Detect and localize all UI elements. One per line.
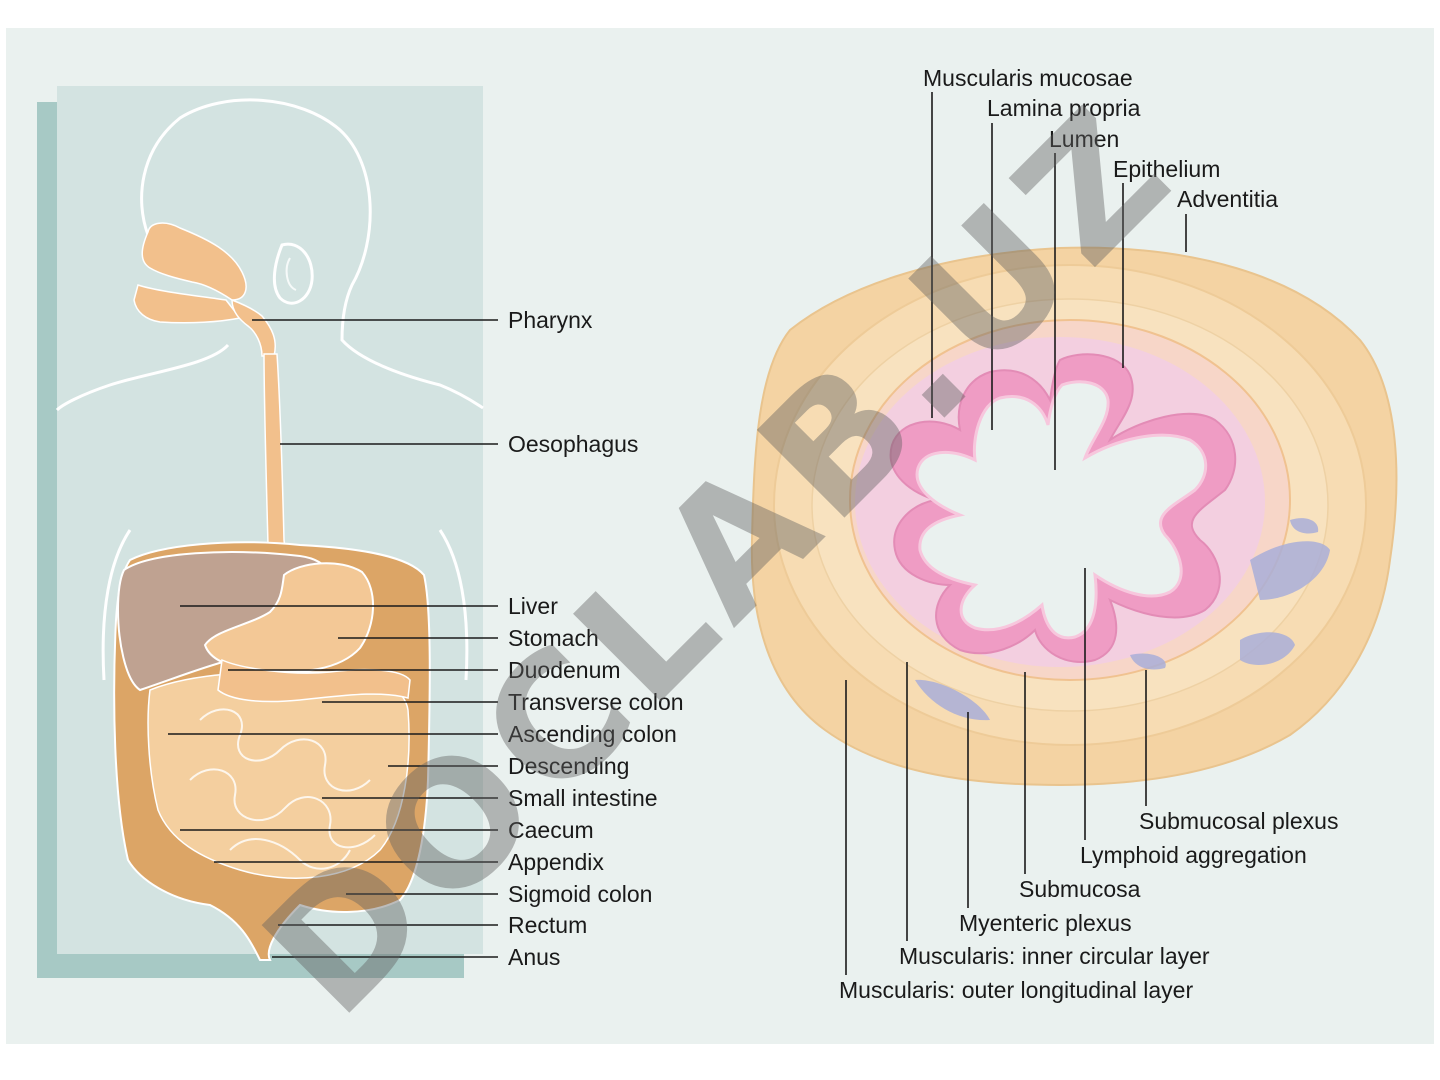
lymphoid-patch-2 xyxy=(1240,632,1295,665)
label-descending: Descending xyxy=(508,753,630,779)
head-outline xyxy=(140,98,484,410)
label-lamina-propria: Lamina propria xyxy=(987,95,1141,121)
label-sigmoid-colon: Sigmoid colon xyxy=(508,881,653,907)
label-stomach: Stomach xyxy=(508,625,599,651)
oral-cavity xyxy=(133,284,242,324)
shoulder-left-outline xyxy=(55,343,230,412)
digestive-system-figure xyxy=(37,86,484,978)
label-caecum: Caecum xyxy=(508,817,594,843)
label-muscularis-inner: Muscularis: inner circular layer xyxy=(899,943,1210,969)
ear-outline xyxy=(272,242,314,305)
label-myenteric-plexus: Myenteric plexus xyxy=(959,910,1132,936)
label-transverse-colon: Transverse colon xyxy=(508,689,684,715)
intestine-coil-2 xyxy=(189,768,376,849)
label-epithelium: Epithelium xyxy=(1113,156,1221,182)
label-liver: Liver xyxy=(508,593,558,619)
arm-right-outline xyxy=(438,529,469,681)
gut-wall-cross-section xyxy=(750,246,1398,787)
label-submucosa: Submucosa xyxy=(1019,876,1141,902)
label-pharynx: Pharynx xyxy=(508,307,593,333)
label-rectum: Rectum xyxy=(508,912,588,938)
label-adventitia: Adventitia xyxy=(1177,186,1279,212)
label-anus: Anus xyxy=(508,944,561,970)
lumen-space xyxy=(915,380,1208,640)
label-lymphoid-aggregation: Lymphoid aggregation xyxy=(1080,842,1307,868)
lymphoid-patch-4 xyxy=(1130,653,1166,670)
intestine-coil-3 xyxy=(229,838,351,870)
label-oesophagus: Oesophagus xyxy=(508,431,639,457)
intestine-coil-1 xyxy=(199,708,371,792)
ear-inner xyxy=(285,257,297,291)
label-small-intestine: Small intestine xyxy=(508,785,658,811)
label-submucosal-plexus: Submucosal plexus xyxy=(1139,808,1339,834)
left-leader-lines xyxy=(168,319,498,958)
label-duodenum: Duodenum xyxy=(508,657,621,683)
right-leader-lines xyxy=(845,92,1187,975)
lymphoid-patch-5 xyxy=(1290,518,1319,534)
label-appendix: Appendix xyxy=(508,849,604,875)
label-muscularis-mucosae: Muscularis mucosae xyxy=(923,65,1133,91)
label-lumen: Lumen xyxy=(1049,126,1120,152)
label-muscularis-outer: Muscularis: outer longitudinal layer xyxy=(839,977,1194,1003)
arm-left-outline xyxy=(101,529,132,681)
lymphoid-patch-3 xyxy=(915,679,990,721)
lymphoid-patch-1 xyxy=(1250,541,1330,600)
label-ascending-colon: Ascending colon xyxy=(508,721,677,747)
